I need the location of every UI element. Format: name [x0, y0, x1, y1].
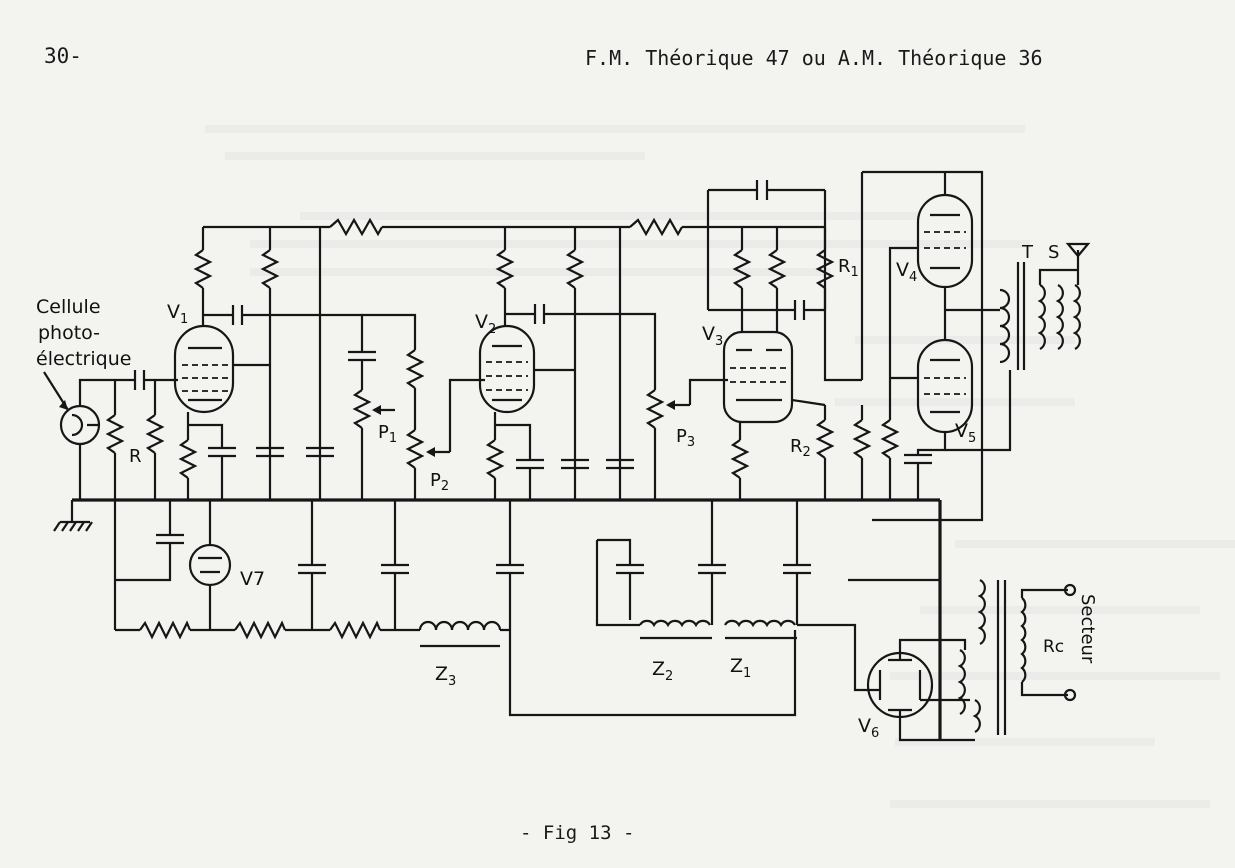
label-cellule: Cellule	[36, 296, 101, 318]
v1-wiring	[105, 227, 485, 500]
v3-wiring	[708, 227, 872, 500]
label-v4: V4	[896, 259, 917, 285]
label-p3: P3	[676, 426, 695, 450]
label-z1: Z1	[730, 655, 751, 681]
page-header: F.M. Théorique 47 ou A.M. Théorique 36	[585, 46, 1043, 70]
tube-v6	[866, 651, 934, 719]
label-r: R	[129, 446, 142, 467]
label-z2: Z2	[652, 658, 673, 684]
figure-caption: - Fig 13 -	[520, 822, 635, 844]
label-v2: V2	[475, 311, 496, 337]
label-v1: V1	[167, 301, 188, 327]
tube-v3	[722, 330, 794, 424]
label-v3: V3	[702, 323, 723, 349]
label-v6: V6	[858, 715, 879, 741]
output-wiring	[880, 172, 1091, 500]
photocell	[43, 370, 178, 500]
v2-wiring	[485, 227, 728, 500]
label-s: S	[1048, 242, 1059, 263]
label-v7: V7	[240, 568, 265, 590]
label-r1: R1	[838, 256, 859, 280]
tube-v1	[173, 324, 235, 414]
mains-transformer	[848, 578, 1077, 742]
label-t: T	[1021, 242, 1034, 263]
v7-regulator	[113, 500, 797, 717]
label-electrique: électrique	[36, 348, 131, 370]
label-r2: R2	[790, 436, 811, 460]
label-z3: Z3	[435, 663, 456, 689]
label-v5: V5	[955, 420, 976, 446]
label-rc: Rc	[1043, 637, 1064, 657]
show-through-text	[205, 125, 1235, 808]
label-secteur: Secteur	[1077, 594, 1098, 664]
label-photo: photo-	[38, 322, 100, 344]
tube-v5	[916, 338, 974, 434]
label-p2: P2	[430, 470, 449, 494]
page-number: 30-	[44, 44, 82, 68]
tube-v2	[478, 324, 536, 414]
label-p1: P1	[378, 422, 397, 446]
ground-rail	[53, 498, 942, 740]
